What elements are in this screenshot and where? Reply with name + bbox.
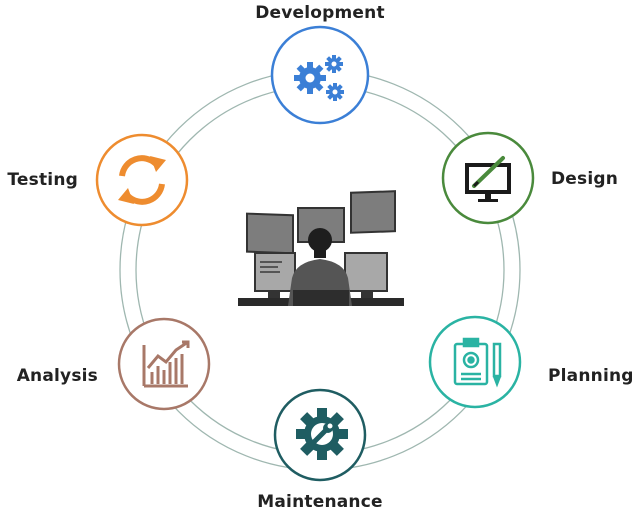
developer-workstation-icon — [238, 190, 404, 306]
stage-design — [441, 131, 535, 225]
label-planning: Planning — [548, 366, 634, 386]
gears-icon — [294, 55, 344, 101]
gear-wrench-icon — [296, 408, 348, 460]
label-development: Development — [255, 3, 385, 23]
stage-development — [270, 25, 370, 125]
bar-chart-icon — [142, 340, 190, 388]
refresh-arrows-icon — [118, 155, 166, 205]
label-maintenance: Maintenance — [257, 492, 383, 512]
monitor-pen-icon — [465, 156, 511, 202]
stage-planning — [428, 315, 522, 409]
label-testing: Testing — [7, 170, 78, 190]
stage-analysis — [117, 317, 211, 411]
label-design: Design — [551, 169, 619, 189]
clipboard-pencil-icon — [453, 337, 502, 388]
label-analysis: Analysis — [16, 366, 98, 386]
stage-testing — [95, 133, 189, 227]
stage-maintenance — [273, 388, 367, 482]
